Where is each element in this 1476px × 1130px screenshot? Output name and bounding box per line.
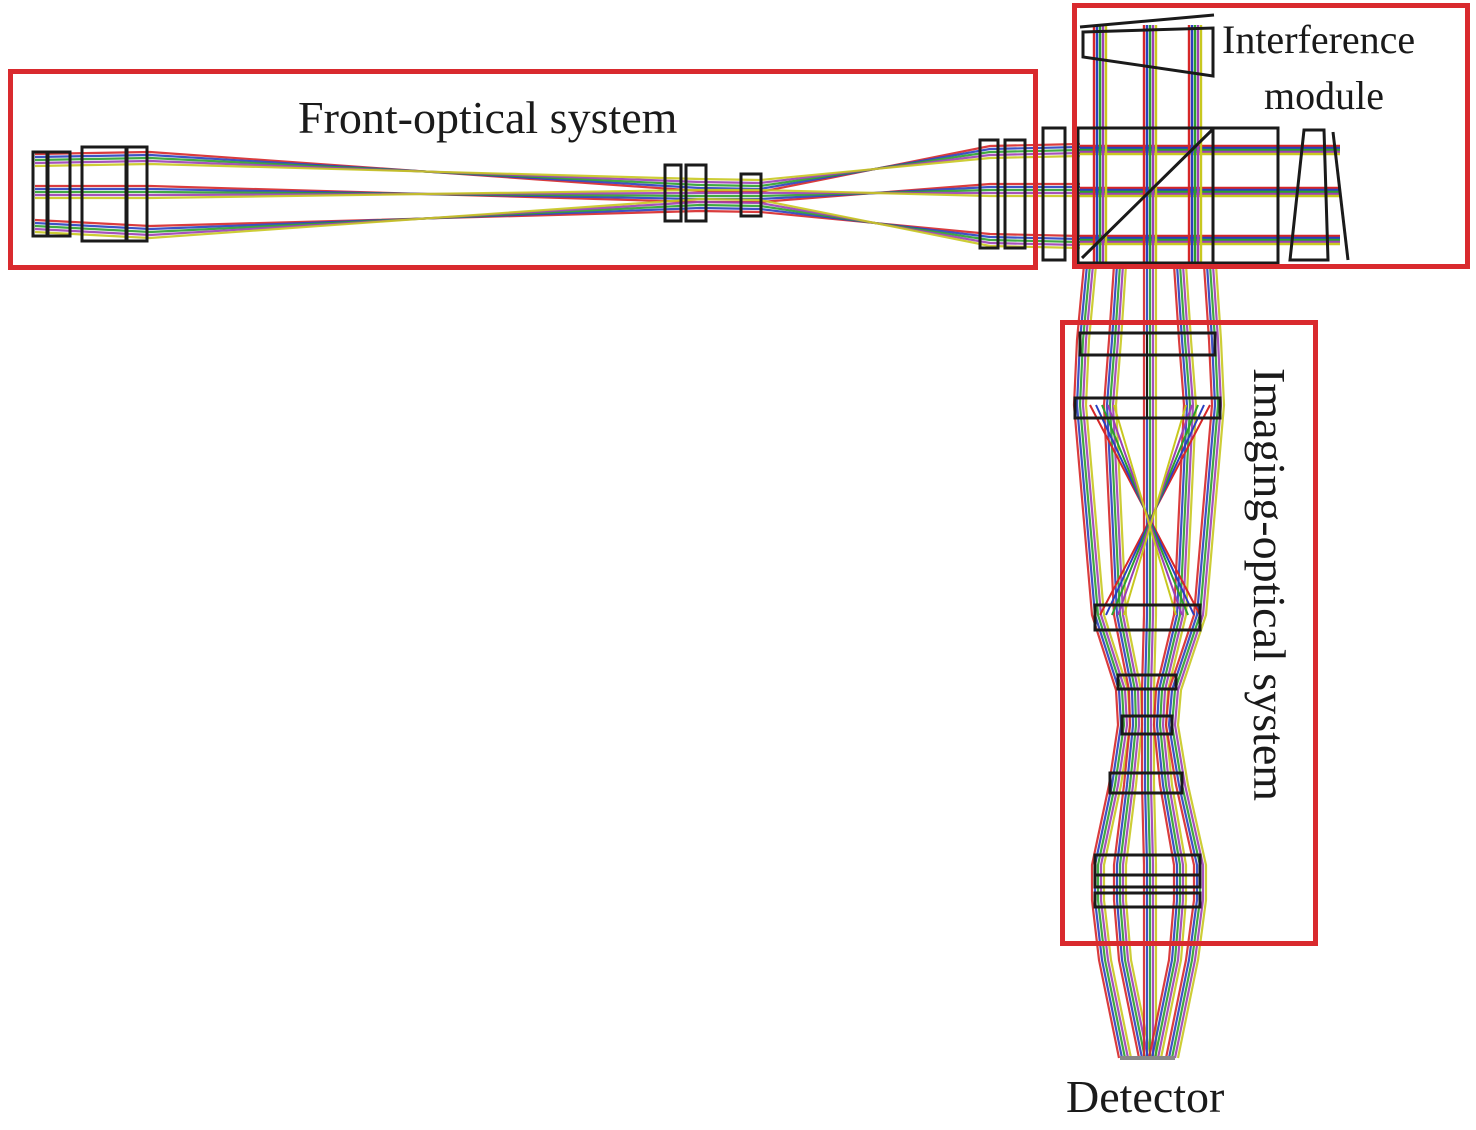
- lens-element: [739, 172, 763, 218]
- ray-imaging: [1156, 264, 1195, 1059]
- ray-imaging: [1153, 264, 1192, 1059]
- ray-imaging: [1072, 264, 1121, 1059]
- lens-element: [1093, 873, 1202, 889]
- ray-imaging: [1102, 264, 1141, 1059]
- lens-element: [1108, 771, 1184, 795]
- lens-elements: [31, 13, 1350, 1060]
- interference-module-label-line2: module: [1264, 73, 1384, 118]
- lens-element: [663, 163, 683, 223]
- lens-element: [1003, 138, 1027, 250]
- ray-imaging: [1081, 264, 1130, 1059]
- lens-element: [1116, 673, 1178, 691]
- lens-element: [978, 138, 1000, 250]
- lens-element: [125, 145, 149, 243]
- lens-element: [46, 150, 72, 238]
- mirror-right: [1331, 131, 1350, 261]
- ray-imaging: [1108, 264, 1147, 1059]
- ray-imaging: [1105, 264, 1144, 1059]
- wedge-mirror-right: [1288, 128, 1330, 262]
- ray-imaging: [1111, 264, 1150, 1059]
- wedge-mirror-top: [1081, 26, 1215, 78]
- imaging-optical-system-box: [1060, 320, 1318, 946]
- lens-element: [1211, 126, 1280, 265]
- ray-imaging: [1167, 264, 1217, 1059]
- interference-module-box: [1072, 3, 1470, 269]
- ray-imaging: [1147, 264, 1186, 1059]
- lens-element: [684, 163, 708, 223]
- ray-imaging: [1164, 264, 1214, 1059]
- imaging-optical-system-label: Imaging-optical system: [1244, 368, 1295, 802]
- ray-imaging: [1150, 264, 1189, 1059]
- ray-imaging-cross: [1113, 404, 1177, 616]
- ray-imaging: [1149, 265, 1155, 1058]
- ray-imaging: [1078, 264, 1127, 1059]
- front-optical-system-box: [8, 69, 1038, 270]
- front-optical-system-label: Front-optical system: [298, 92, 678, 143]
- ray-imaging-cross: [1123, 404, 1187, 616]
- detector-label: Detector: [1066, 1071, 1225, 1122]
- lens-element: [1120, 714, 1174, 736]
- lens-element: [1041, 126, 1067, 262]
- ray-imaging: [1176, 264, 1226, 1059]
- lens-element: [1093, 603, 1202, 632]
- ray-imaging: [1140, 265, 1146, 1058]
- beamsplitter-surface: [1080, 128, 1214, 260]
- mirror-top: [1079, 13, 1215, 29]
- interference-module-label-line1: Interference: [1222, 17, 1416, 62]
- lens-element: [1093, 891, 1202, 909]
- ray-imaging: [1146, 265, 1152, 1058]
- ray-imaging: [1173, 264, 1223, 1059]
